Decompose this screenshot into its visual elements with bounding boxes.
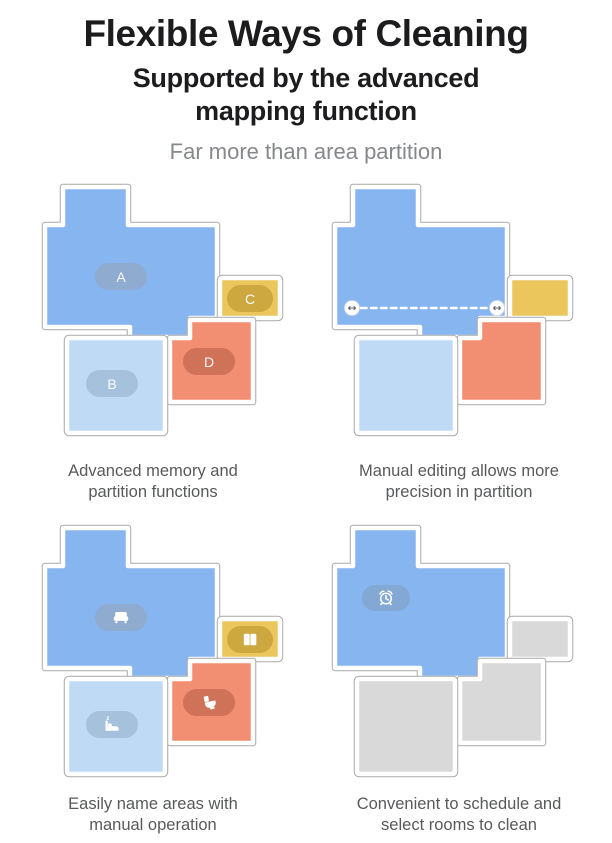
sofa-icon <box>113 612 129 624</box>
schedule-pill <box>362 585 410 611</box>
page-subtitle: Supported by the advanced mapping functi… <box>0 62 612 130</box>
floorplan-area-naming: z <box>20 516 310 781</box>
header: Flexible Ways of Cleaning Supported by t… <box>0 0 612 165</box>
floorplan-room-scheduling <box>310 516 600 781</box>
room-b-label-pill: B <box>86 370 138 397</box>
caption-memory-partition: Advanced memory and partition functions <box>68 462 238 502</box>
double-arrow-icon: ↔ <box>493 303 502 315</box>
caption-manual-editing: Manual editing allows more precision in … <box>359 462 559 502</box>
toilet-icon <box>203 695 216 710</box>
svg-text:B: B <box>107 376 116 392</box>
svg-text:z: z <box>106 716 109 722</box>
bed-icon: z <box>105 716 119 731</box>
room-unselected-b <box>357 679 455 774</box>
subtitle-line-1: Supported by the advanced <box>132 62 480 93</box>
room-a <box>45 187 217 337</box>
room-d-label-pill: D <box>183 348 235 375</box>
caption-area-naming: Easily name areas with manual operation <box>68 795 238 835</box>
room-a-label-pill: A <box>95 263 147 290</box>
book-pill <box>227 626 273 653</box>
floorplan-manual-editing: ↔ ↔ <box>310 175 600 440</box>
caption-room-scheduling: Convenient to schedule and select rooms … <box>356 795 562 835</box>
subtitle-line-2: mapping function <box>195 96 417 127</box>
double-arrow-icon: ↔ <box>348 303 357 315</box>
room-sofa <box>45 528 217 678</box>
room-unselected-c <box>510 619 570 659</box>
room-c <box>510 278 570 318</box>
page-title: Flexible Ways of Cleaning <box>83 13 529 54</box>
svg-text:D: D <box>204 354 214 370</box>
resize-handle-left: ↔ <box>344 300 360 316</box>
svg-text:A: A <box>116 269 126 285</box>
sofa-pill <box>95 604 147 631</box>
room-b <box>357 338 455 433</box>
room-c-label-pill: C <box>227 285 273 312</box>
bed-pill: z <box>86 711 138 738</box>
toilet-pill <box>183 689 235 716</box>
room-a <box>335 187 507 337</box>
room-selected <box>335 528 507 678</box>
page-tagline: Far more than area partition <box>169 139 443 165</box>
resize-handle-right: ↔ <box>489 300 505 316</box>
book-icon <box>243 633 257 646</box>
svg-text:C: C <box>245 291 255 307</box>
alarm-clock-icon <box>379 590 393 606</box>
floorplan-memory-partition: A B C D <box>20 175 310 440</box>
